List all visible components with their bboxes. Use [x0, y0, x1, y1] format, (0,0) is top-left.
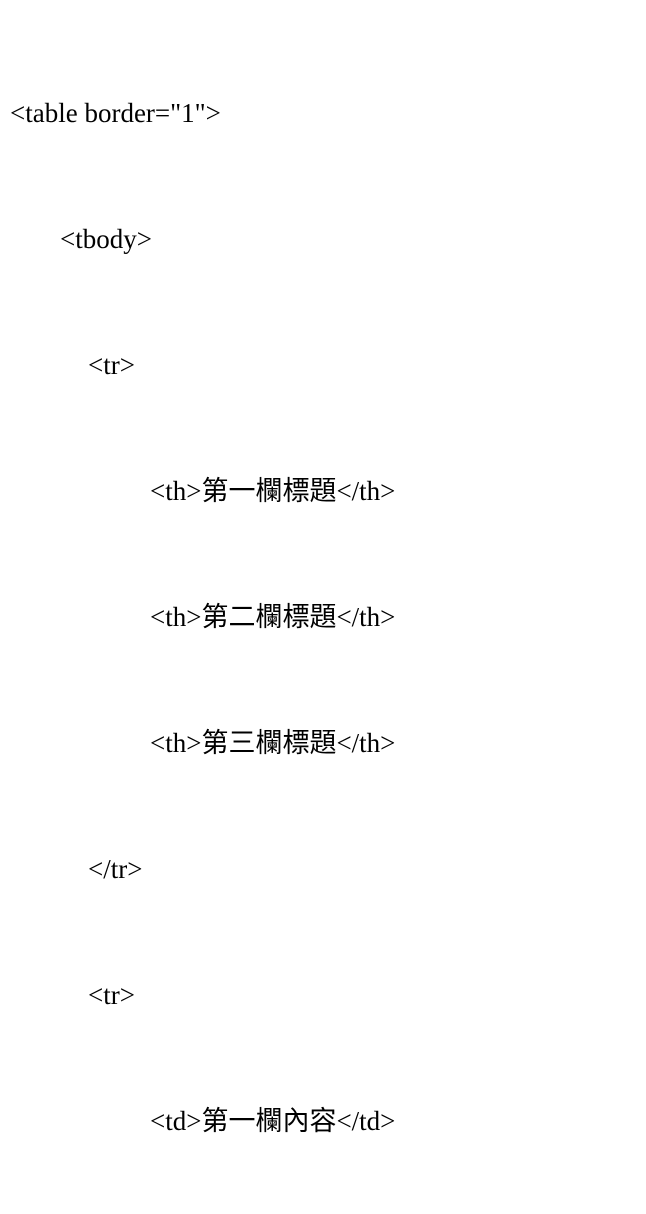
code-line: </tr>: [88, 854, 143, 884]
code-line: <table border="1">: [10, 98, 221, 128]
code-line: <tr>: [88, 350, 135, 380]
code-line: <th>第一欄標題</th>: [150, 476, 396, 506]
code-line: <tr>: [88, 980, 135, 1010]
code-line: <tbody>: [60, 224, 152, 254]
code-line: <td>第一欄內容</td>: [150, 1106, 396, 1136]
code-line: <th>第三欄標題</th>: [150, 728, 396, 758]
code-snippet: <table border="1"> <tbody> <tr> <th>第一欄標…: [10, 98, 396, 1136]
code-line: <th>第二欄標題</th>: [150, 602, 396, 632]
